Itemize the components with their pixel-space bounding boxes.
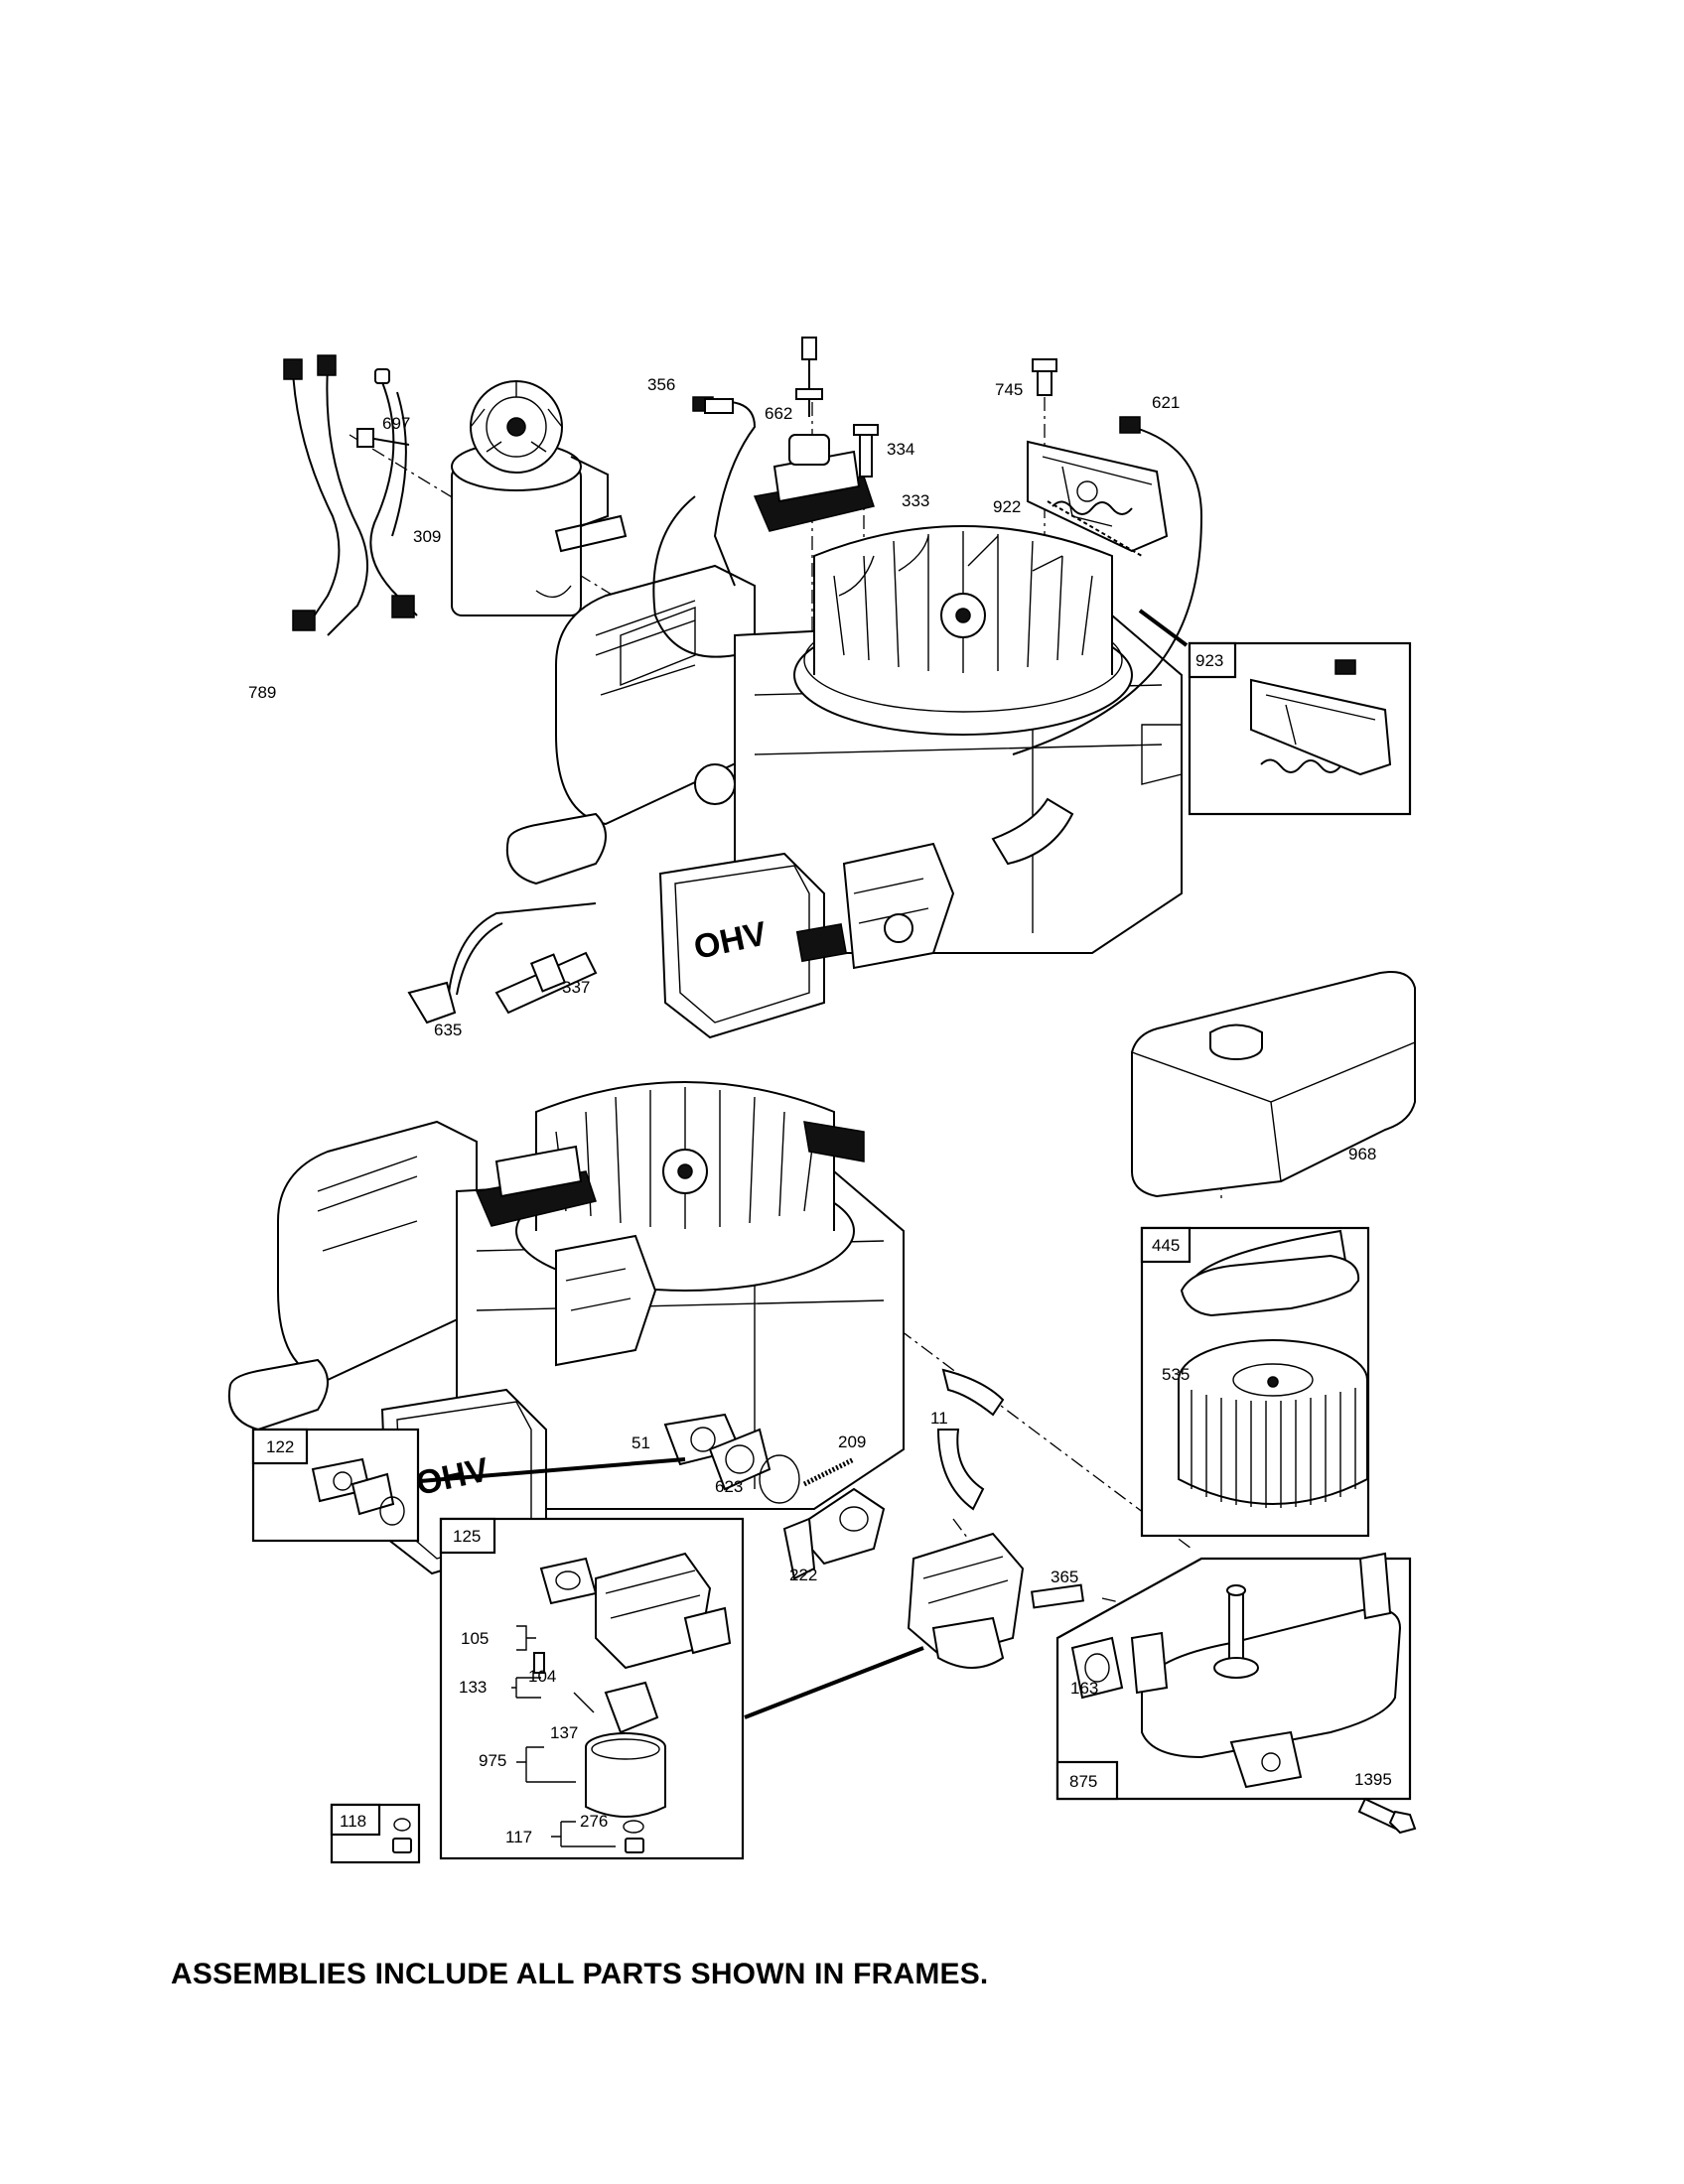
footer-note: ASSEMBLIES INCLUDE ALL PARTS SHOWN IN FR… [171,1958,989,1990]
callout-labels: 697 309 356 662 334 333 745 621 922 789 … [248,375,1392,1846]
callout-697: 697 [382,414,410,433]
callout-117: 117 [505,1828,532,1846]
callout-745: 745 [995,380,1023,399]
frame-875 [1055,1552,1417,1835]
callout-875: 875 [1069,1772,1097,1791]
callout-662: 662 [765,404,792,423]
callout-445: 445 [1152,1236,1180,1255]
callout-51: 51 [632,1433,650,1452]
frame-118 [330,1803,421,1864]
callout-621: 621 [1152,393,1180,412]
callout-118: 118 [340,1812,366,1831]
callout-356: 356 [647,375,675,394]
callout-133: 133 [459,1678,487,1697]
lower-engine-assembly: OHV [227,1081,905,1575]
callout-635: 635 [434,1021,462,1039]
callout-11: 11 [930,1409,948,1428]
callout-535: 535 [1162,1365,1190,1384]
carburetor [907,1532,1084,1669]
callout-968: 968 [1348,1145,1376,1163]
starter-motor [356,380,628,616]
callout-337: 337 [562,978,590,997]
throttle-control-assembly [1012,358,1203,755]
callout-975: 975 [479,1751,506,1770]
callout-137: 137 [550,1723,578,1742]
callout-1395: 1395 [1354,1770,1392,1789]
callout-222: 222 [789,1566,817,1584]
callout-104: 104 [528,1667,556,1686]
callout-125: 125 [453,1527,481,1546]
callout-923: 923 [1195,651,1223,670]
upper-engine-assembly: OHV [505,434,1183,1039]
coil-hardware [652,337,879,658]
callout-209: 209 [838,1433,866,1451]
frame-923 [1138,609,1412,816]
spark-plug-and-wire [407,902,598,1024]
callout-105: 105 [461,1629,489,1648]
frame-445 [1140,1226,1370,1538]
callout-789: 789 [248,683,276,702]
callout-333: 333 [902,491,929,510]
callout-163: 163 [1070,1679,1098,1698]
callout-334: 334 [887,440,914,459]
air-cleaner-cover [1131,971,1416,1198]
intake-parts [663,1368,1005,1580]
frame-125 [439,1517,924,1860]
callout-276: 276 [580,1812,608,1831]
callout-309: 309 [413,527,441,546]
frame-122 [251,1428,686,1543]
callout-365: 365 [1051,1568,1078,1586]
callout-122: 122 [266,1437,294,1456]
callout-623: 623 [715,1477,743,1496]
wiring-harness [283,354,418,636]
callout-922: 922 [993,497,1021,516]
